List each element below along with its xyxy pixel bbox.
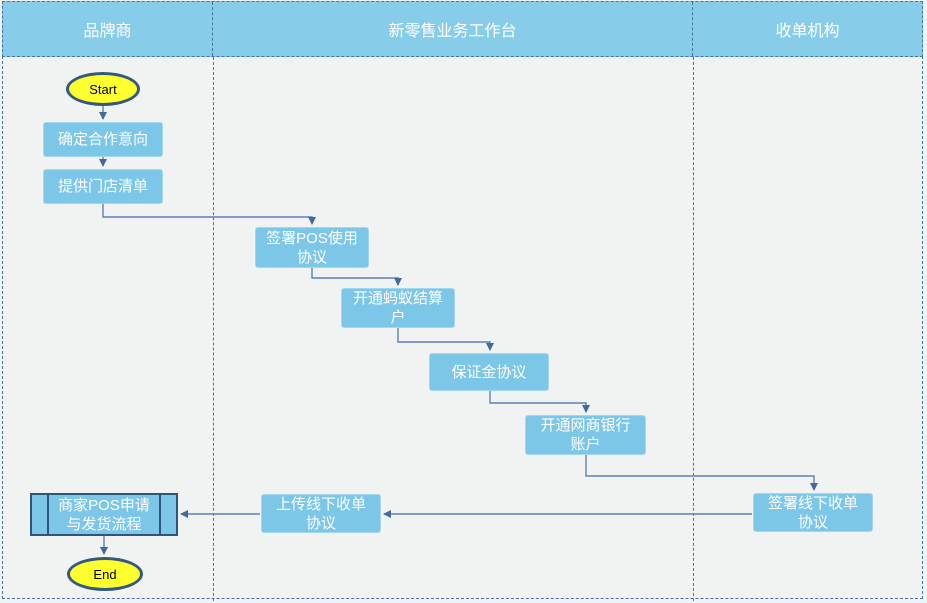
end-node: End — [67, 557, 143, 591]
subprocess-bar-right — [159, 495, 161, 534]
flow-node-deposit-agreement: 保证金协议 — [429, 353, 549, 391]
connector-posagreement-to-antsettlement — [311, 268, 402, 286]
lane-header-label: 收单机构 — [775, 23, 840, 40]
lane-separator-2 — [693, 57, 694, 601]
end-node-label: End — [93, 566, 117, 582]
start-node: Start — [66, 72, 140, 106]
lane-header-label: 品牌商 — [83, 23, 132, 40]
flow-node-upload-offline-acquiring: 上传线下收单 协议 — [261, 494, 381, 533]
lane-header-new-retail-workbench: 新零售业务工作台 — [213, 2, 693, 56]
subprocess-bar-left — [47, 495, 49, 534]
connector-storelist-to-posagreement — [102, 204, 316, 225]
lane-separator-1 — [213, 57, 214, 601]
lane-header-acquiring-institution: 收单机构 — [693, 2, 922, 56]
flow-node-sign-offline-acquiring: 签署线下收单 协议 — [753, 493, 873, 532]
flow-node-provide-store-list: 提供门店清单 — [43, 169, 163, 204]
flow-node-label: 签署POS使用 协议 — [266, 229, 358, 266]
lane-header-label: 新零售业务工作台 — [388, 23, 517, 40]
subprocess-node-merchant-pos: 商家POS申请 与发货流程 — [30, 493, 178, 536]
flow-node-sign-pos-agreement: 签署POS使用 协议 — [255, 227, 369, 268]
flow-node-label: 保证金协议 — [451, 363, 527, 381]
flow-node-label: 开通网商银行 账户 — [540, 417, 631, 453]
connector-antsettlement-to-deposit — [397, 328, 494, 351]
connector-deposit-to-mybank — [489, 391, 590, 413]
flow-node-label: 开通蚂蚁结算 户 — [352, 290, 443, 326]
flow-node-label: 确定合作意向 — [57, 131, 148, 148]
flow-node-open-mybank-account: 开通网商银行 账户 — [525, 415, 646, 455]
flow-node-label: 签署线下收单 协议 — [767, 494, 858, 531]
connector-mybank-to-signoffline — [585, 455, 818, 491]
start-node-label: Start — [89, 81, 117, 97]
flow-node-open-ant-settlement: 开通蚂蚁结算 户 — [341, 288, 455, 328]
flow-node-label: 上传线下收单 协议 — [275, 495, 366, 532]
flow-node-confirm-cooperation: 确定合作意向 — [43, 122, 163, 157]
swimlane-header: 品牌商 新零售业务工作台 收单机构 — [2, 1, 923, 57]
flow-node-label: 提供门店清单 — [57, 178, 148, 195]
flow-node-label: 商家POS申请 与发货流程 — [58, 496, 150, 533]
lane-header-brand-merchant: 品牌商 — [3, 2, 213, 56]
